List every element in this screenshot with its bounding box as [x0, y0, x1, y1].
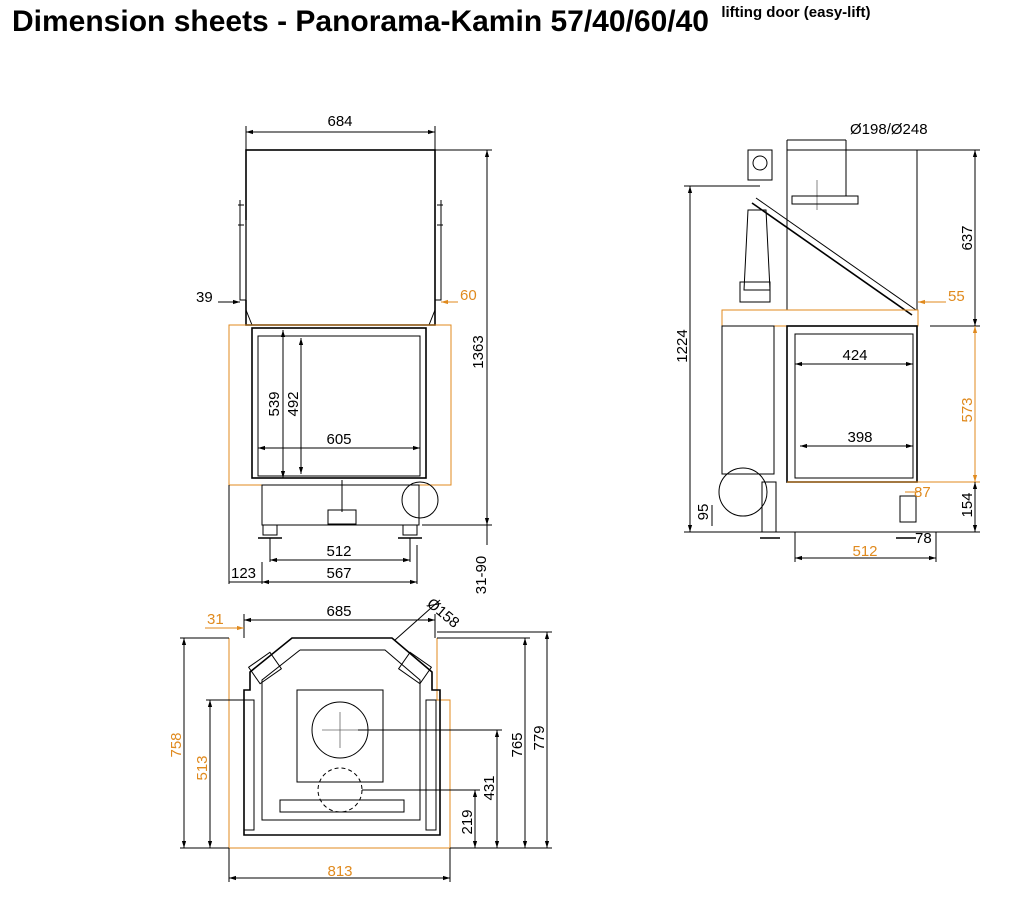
side-top-plate	[721, 309, 919, 327]
dim-side-glass-bottom: 398	[847, 429, 872, 446]
front-view: 684 39 60 1363 539 492 605 512 567 123	[196, 113, 492, 594]
side-air-inlet	[718, 467, 768, 517]
dim-side-base-offset: 87	[914, 484, 931, 501]
dim-plan-left-offset: 31	[207, 611, 224, 628]
dim-front-feet-inner: 512	[326, 543, 351, 560]
front-glass	[257, 335, 421, 477]
dim-front-opening-outer: 539	[266, 391, 283, 416]
plan-flue-plate	[296, 689, 384, 783]
dim-front-right-offset: 60	[460, 287, 477, 304]
side-glass	[794, 333, 914, 479]
plan-view: 685 31 Ø158 758 513 765 779 431 219	[168, 595, 552, 882]
front-foot-right	[402, 524, 418, 536]
dim-plan-depth-mid: 765	[509, 732, 526, 757]
plan-air-circle	[317, 767, 363, 813]
side-body	[721, 325, 775, 475]
dim-front-left-offset: 39	[196, 289, 213, 306]
dim-front-width-top: 684	[327, 113, 352, 130]
title-subtitle: lifting door (easy-lift)	[721, 4, 871, 21]
dim-plan-air-center: 219	[459, 809, 476, 834]
front-glass-frame	[251, 327, 427, 479]
title-main: Dimension sheets - Panorama-Kamin 57/40/…	[12, 5, 709, 38]
side-view: Ø198/Ø248 1224 637 55 424 398 573 87 154…	[674, 121, 980, 562]
front-base	[261, 484, 420, 526]
front-firebox-outline	[228, 324, 452, 486]
front-side-rails	[239, 200, 442, 301]
page-title: Dimension sheets - Panorama-Kamin 57/40/…	[12, 4, 870, 39]
dim-front-feet-outer: 567	[326, 565, 351, 582]
dim-plan-width-total: 813	[327, 863, 352, 880]
dim-front-opening-width: 605	[326, 431, 351, 448]
dim-plan-depth-left: 758	[168, 732, 185, 757]
dim-side-total-height: 1224	[674, 329, 691, 362]
dim-front-total-height: 1363	[470, 335, 487, 368]
dim-side-glass-top: 424	[842, 347, 867, 364]
dim-side-flue-diameter: Ø198/Ø248	[850, 121, 928, 138]
side-flue-collar	[747, 149, 773, 181]
dim-front-left-overhang: 123	[231, 565, 256, 582]
dim-plan-flue-center: 431	[481, 775, 498, 800]
dim-side-glass-height: 573	[959, 397, 976, 422]
dim-front-opening-inner: 492	[285, 391, 302, 416]
front-hood	[245, 149, 436, 326]
dim-plan-depth-left-inner: 513	[194, 755, 211, 780]
dim-side-depth: 512	[852, 543, 877, 560]
dim-plan-air-diameter: Ø158	[423, 595, 462, 632]
dim-side-air-inlet: 95	[695, 504, 712, 521]
plan-hood	[243, 637, 441, 836]
dim-front-foot-adjust: 31-90	[473, 556, 490, 594]
front-foot-left	[262, 524, 278, 536]
dim-side-foot-depth: 78	[915, 530, 932, 547]
dim-side-base-height: 154	[959, 492, 976, 517]
dim-side-upper-height: 637	[959, 225, 976, 250]
dim-plan-width-top: 685	[326, 603, 351, 620]
side-hood	[786, 149, 918, 311]
dim-plan-depth-total: 779	[531, 725, 548, 750]
side-lift-arm	[751, 202, 913, 316]
dim-side-top-offset: 55	[948, 288, 965, 305]
